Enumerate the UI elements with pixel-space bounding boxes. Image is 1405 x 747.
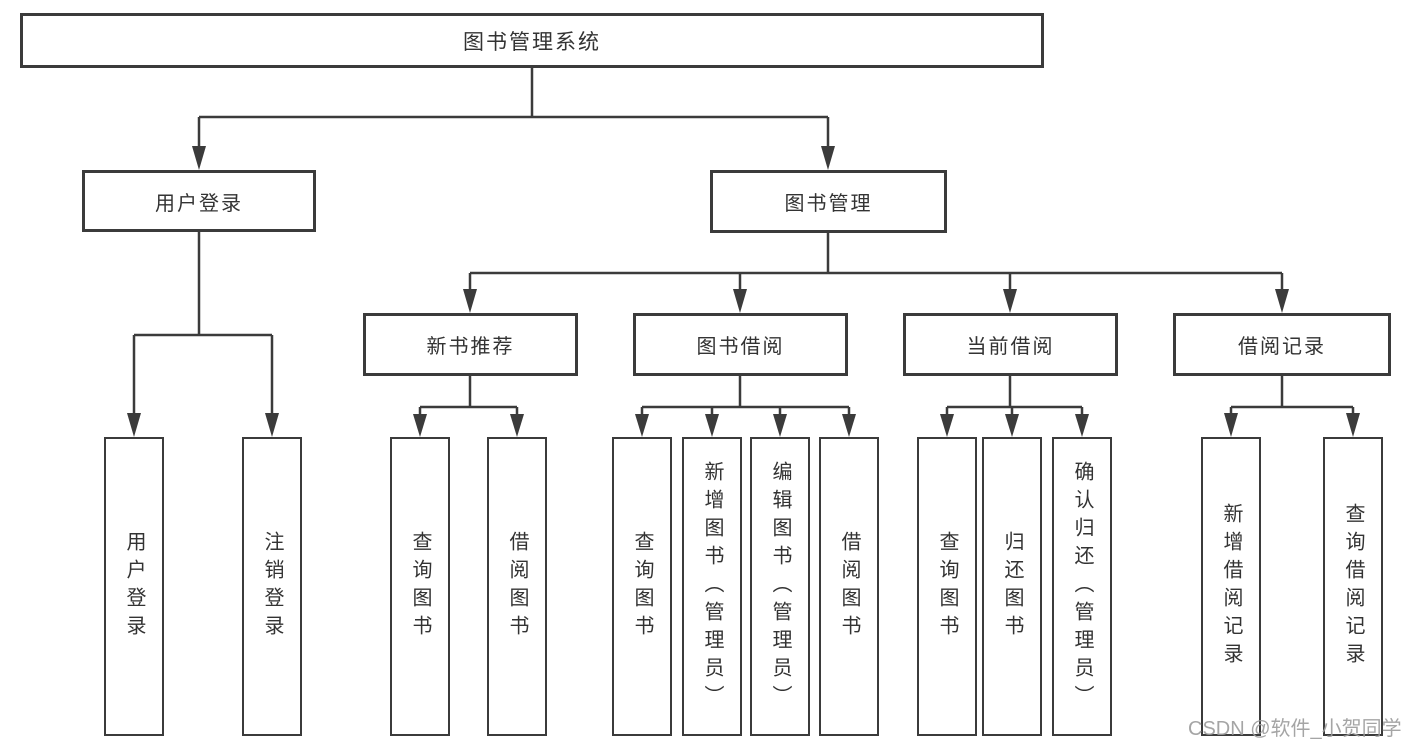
arrowhead [1075, 414, 1089, 437]
arrowhead [192, 146, 206, 170]
leaf-label: 查询借阅记录 [1342, 502, 1364, 671]
connector-current-borrow-to-leaves [940, 376, 1089, 437]
arrowhead [1003, 289, 1017, 313]
node-borrow-records: 借阅记录 [1173, 313, 1391, 376]
connector-book-mgmt-to-groups [463, 233, 1289, 313]
leaf-confirm-return-admin: 确认归还（管理员） [1052, 437, 1112, 736]
node-current-borrowing: 当前借阅 [903, 313, 1118, 376]
connector-user-login-to-leaves [127, 232, 279, 437]
leaf-edit-books-admin: 编辑图书（管理员） [750, 437, 810, 736]
leaf-query-books-current: 查询图书 [917, 437, 977, 736]
node-user-login: 用户登录 [82, 170, 316, 232]
watermark: CSDN @软件_小贺同学 [1188, 718, 1402, 740]
leaf-label: 注销登录 [261, 530, 283, 643]
arrowhead [773, 414, 787, 437]
connector-root-to-level2 [192, 68, 835, 170]
arrowhead [265, 413, 279, 437]
arrowhead [413, 414, 427, 437]
leaf-add-borrow-record: 新增借阅记录 [1201, 437, 1261, 736]
leaf-label: 新增借阅记录 [1220, 502, 1242, 671]
arrowhead [940, 414, 954, 437]
arrowhead [842, 414, 856, 437]
leaf-label: 查询图书 [936, 530, 958, 643]
leaf-borrow-books-recommend: 借阅图书 [487, 437, 547, 736]
arrowhead [127, 413, 141, 437]
leaf-query-books-recommend: 查询图书 [390, 437, 450, 736]
node-library-system: 图书管理系统 [20, 13, 1044, 68]
arrowhead [635, 414, 649, 437]
node-book-borrowing: 图书借阅 [633, 313, 848, 376]
leaf-add-books-admin: 新增图书（管理员） [682, 437, 742, 736]
leaf-return-books: 归还图书 [982, 437, 1042, 736]
leaf-logout: 注销登录 [242, 437, 302, 736]
leaf-label: 查询图书 [631, 530, 653, 643]
arrowhead [733, 289, 747, 313]
arrowhead [1275, 289, 1289, 313]
node-book-management: 图书管理 [710, 170, 947, 233]
leaf-label: 用户登录 [123, 530, 145, 643]
arrowhead [463, 289, 477, 313]
leaf-label: 确认归还（管理员） [1071, 460, 1093, 713]
connector-book-borrow-to-leaves [635, 376, 856, 437]
connector-new-book-to-leaves [413, 376, 524, 437]
leaf-query-borrow-record: 查询借阅记录 [1323, 437, 1383, 736]
arrowhead [1346, 413, 1360, 437]
leaf-user-login: 用户登录 [104, 437, 164, 736]
leaf-query-books-borrowing: 查询图书 [612, 437, 672, 736]
leaf-label: 新增图书（管理员） [701, 460, 723, 713]
arrowhead [510, 414, 524, 437]
leaf-label: 借阅图书 [838, 530, 860, 643]
connector-records-to-leaves [1224, 376, 1360, 437]
leaf-borrow-books: 借阅图书 [819, 437, 879, 736]
node-new-book-recommend: 新书推荐 [363, 313, 578, 376]
leaf-label: 查询图书 [409, 530, 431, 643]
leaf-label: 借阅图书 [506, 530, 528, 643]
leaf-label: 编辑图书（管理员） [769, 460, 791, 713]
arrowhead [1005, 414, 1019, 437]
arrowhead [705, 414, 719, 437]
arrowhead [1224, 413, 1238, 437]
leaf-label: 归还图书 [1001, 530, 1023, 643]
arrowhead [821, 146, 835, 170]
